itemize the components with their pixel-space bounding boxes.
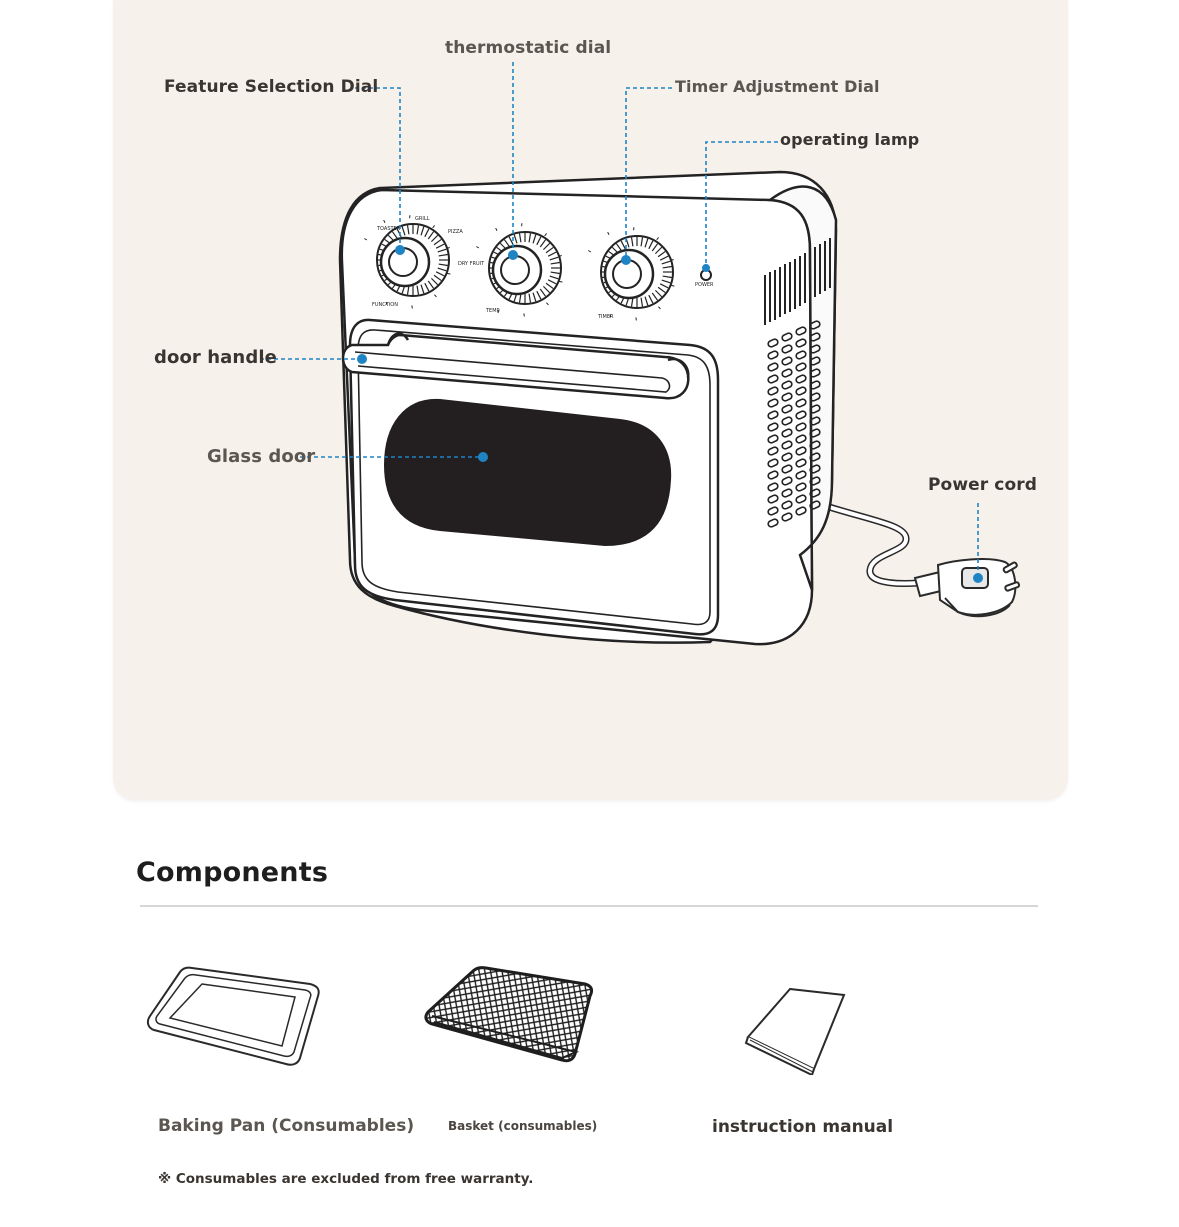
power-cord	[822, 502, 922, 587]
component-label-baking-pan: Baking Pan (Consumables)	[158, 1116, 415, 1136]
label-power-cord: Power cord	[928, 475, 1037, 495]
component-label-instruction-manual: instruction manual	[712, 1117, 894, 1137]
air-fryer-oven-diagram: FUNCTION TEMP TIMER POWER TOASTER GRILL …	[260, 62, 1021, 646]
label-operating-lamp: operating lamp	[780, 130, 920, 149]
door-handle	[341, 332, 690, 400]
label-timer-adjustment-dial: Timer Adjustment Dial	[675, 77, 880, 96]
component-label-basket: Basket (consumables)	[448, 1119, 598, 1133]
manual-icon	[744, 987, 846, 1075]
basket-icon	[424, 966, 594, 1063]
baking-pan-icon	[146, 966, 320, 1066]
warranty-note: ※ Consumables are excluded from free war…	[158, 1171, 534, 1187]
timer-adjustment-dial	[600, 235, 674, 309]
label-thermostatic-dial: thermostatic dial	[445, 38, 612, 58]
label-glass-door: Glass door	[207, 446, 316, 467]
label-feature-selection-dial: Feature Selection Dial	[164, 77, 379, 97]
section-divider	[140, 905, 1038, 907]
side-vent-slots	[767, 320, 821, 528]
dial-marking-pizza: PIZZA	[448, 229, 463, 235]
thermostatic-dial	[488, 231, 562, 305]
dial-marking-function: FUNCTION	[372, 302, 398, 308]
label-door-handle: door handle	[154, 347, 277, 368]
callout-dots	[357, 245, 983, 583]
dial-marking-timer: TIMER	[597, 314, 614, 320]
dial-marking-power: POWER	[695, 282, 714, 288]
dial-marking-dry-fruit: DRY FRUIT	[458, 261, 485, 267]
power-plug	[913, 558, 1021, 618]
dial-marking-grill: GRILL	[415, 216, 430, 222]
dial-marking-temp: TEMP	[485, 308, 500, 314]
side-grille	[764, 238, 831, 325]
callout-lines	[260, 62, 979, 578]
glass-door-window	[383, 398, 672, 547]
dial-marking-toaster: TOASTER	[376, 226, 401, 232]
feature-selection-dial	[376, 223, 450, 297]
components-heading: Components	[136, 857, 329, 888]
